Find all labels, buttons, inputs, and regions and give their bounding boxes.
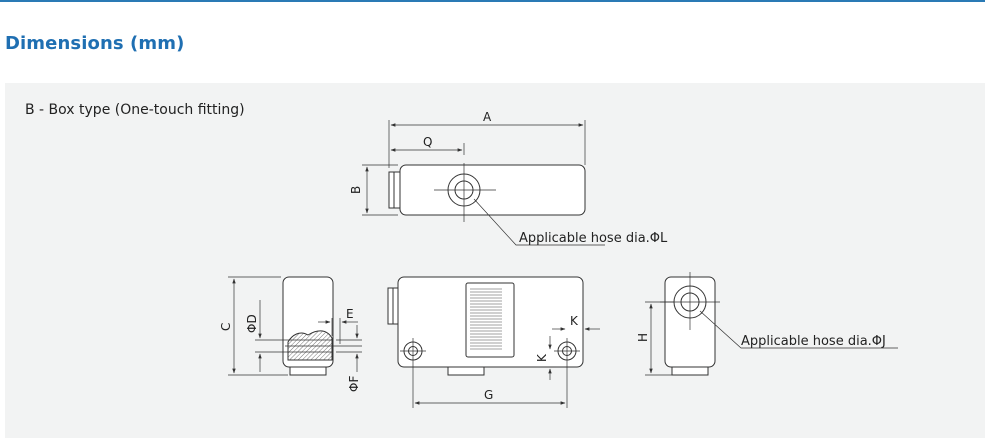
dim-k-horizontal-label: K <box>570 314 579 328</box>
callout-l-leader <box>473 198 605 246</box>
dim-e-label: E <box>346 307 354 321</box>
end-view-base <box>671 366 709 376</box>
dim-h-label: H <box>636 333 650 342</box>
side-view-base <box>289 366 327 376</box>
dim-f-label: ΦF <box>347 376 361 392</box>
top-view <box>362 120 605 246</box>
callout-j-leader <box>699 310 898 349</box>
front-view <box>387 276 600 408</box>
front-view-base <box>447 366 485 376</box>
label-panel-stripes <box>470 288 502 350</box>
figure-caption: B - Box type (One-touch fitting) <box>25 102 245 118</box>
label-panel <box>465 282 515 358</box>
header-divider <box>0 0 985 2</box>
section-title: Dimensions (mm) <box>5 33 185 54</box>
dim-b-label: B <box>349 186 363 194</box>
end-view <box>645 272 898 376</box>
dim-q-label: Q <box>423 135 432 149</box>
side-view <box>228 276 362 376</box>
drawing-panel <box>5 83 985 438</box>
side-section-hatched <box>287 330 333 361</box>
callout-hose-j: Applicable hose dia.ΦJ <box>741 334 886 349</box>
callout-hose-l: Applicable hose dia.ΦL <box>519 231 668 246</box>
dim-g-label: G <box>484 388 493 402</box>
dim-c-label: C <box>219 323 233 331</box>
dim-d-label: ΦD <box>245 314 259 333</box>
dim-k-vertical-label: K <box>535 353 549 362</box>
dim-a-label: A <box>483 110 492 124</box>
